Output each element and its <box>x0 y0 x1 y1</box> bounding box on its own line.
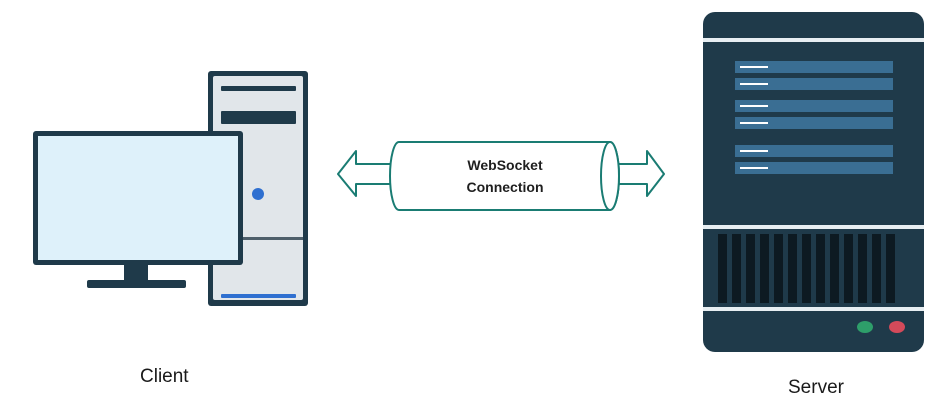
drive-bay-group <box>735 61 893 174</box>
monitor-screen <box>38 136 238 260</box>
server-label: Server <box>788 377 844 398</box>
pipe-cylinder-icon <box>389 141 620 211</box>
status-led-green-icon <box>857 321 873 333</box>
vent-grille <box>718 234 895 303</box>
connection-label-line1: WebSocket <box>467 157 543 173</box>
power-button-icon <box>252 188 264 200</box>
status-led-red-icon <box>889 321 905 333</box>
server-rack-icon <box>703 12 924 352</box>
client-monitor-icon <box>33 131 243 288</box>
connection-label-line2: Connection <box>466 179 544 195</box>
left-arrow-icon <box>337 150 396 197</box>
client-label: Client <box>140 366 189 387</box>
connection-label: WebSocket Connection <box>415 154 595 198</box>
